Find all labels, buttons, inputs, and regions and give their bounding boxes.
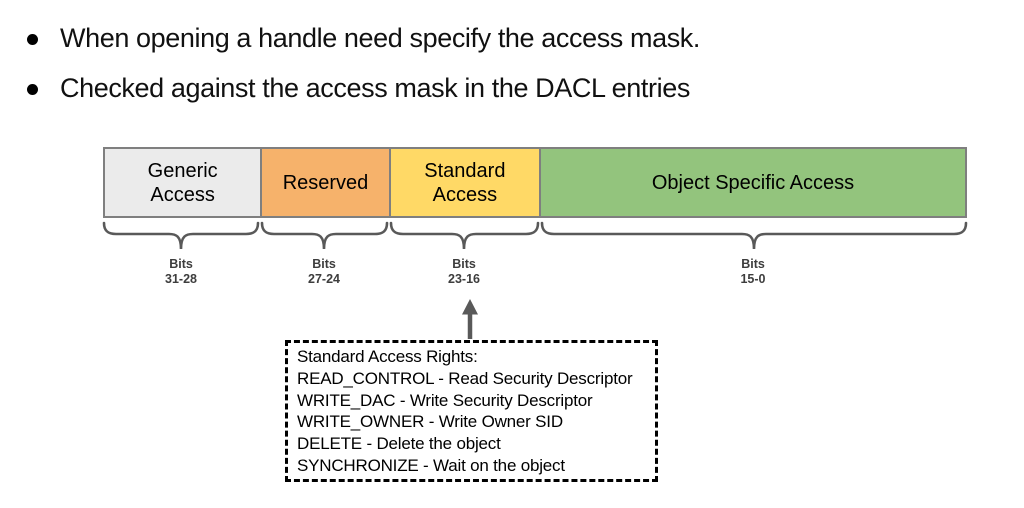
callout-title: Standard Access Rights: [297,347,478,366]
bullet-list: When opening a handle need specify the a… [25,20,700,120]
brace-icon-bits-31-28 [102,221,260,250]
callout-line: SYNCHRONIZE - Wait on the object [297,455,565,475]
brace-icon-bits-27-24 [260,221,389,250]
bullet-icon [27,34,38,45]
bullet-text: When opening a handle need specify the a… [60,23,701,53]
segment-reserved: Reserved [260,149,389,216]
bits-label-27-24: Bits 27-24 [279,257,369,287]
bits-label-15-0: Bits 15-0 [708,257,798,287]
callout-line: DELETE - Delete the object [297,434,501,454]
callout-line: READ_CONTROL - Read Security Descriptor [297,368,633,388]
bits-label-31-28: Bits 31-28 [136,257,226,287]
bits-range: 27-24 [308,272,340,286]
access-mask-bar: Generic Access Reserved Standard Access … [103,147,967,218]
bullet-item: When opening a handle need specify the a… [25,20,700,57]
brace-icon-bits-15-0 [540,221,968,250]
segment-generic-access: Generic Access [105,149,261,216]
brace-icon-bits-23-16 [389,221,540,250]
bullet-icon [27,84,38,95]
bullet-item: Checked against the access mask in the D… [25,70,700,107]
callout-line: WRITE_DAC - Write Security Descriptor [297,390,593,410]
segment-object-specific-access: Object Specific Access [539,149,965,216]
bits-word: Bits [741,257,765,271]
bits-word: Bits [312,257,336,271]
bits-label-23-16: Bits 23-16 [419,257,509,287]
bits-word: Bits [452,257,476,271]
up-arrow-icon [462,299,478,339]
callout-line: WRITE_OWNER - Write Owner SID [297,412,563,432]
segment-standard-access: Standard Access [388,149,540,216]
bits-range: 15-0 [740,272,766,286]
standard-access-rights-callout: Standard Access Rights: READ_CONTROL - R… [285,340,658,482]
bits-word: Bits [169,257,193,271]
bullet-text: Checked against the access mask in the D… [60,73,690,103]
bits-range: 23-16 [448,272,480,286]
bits-range: 31-28 [165,272,197,286]
